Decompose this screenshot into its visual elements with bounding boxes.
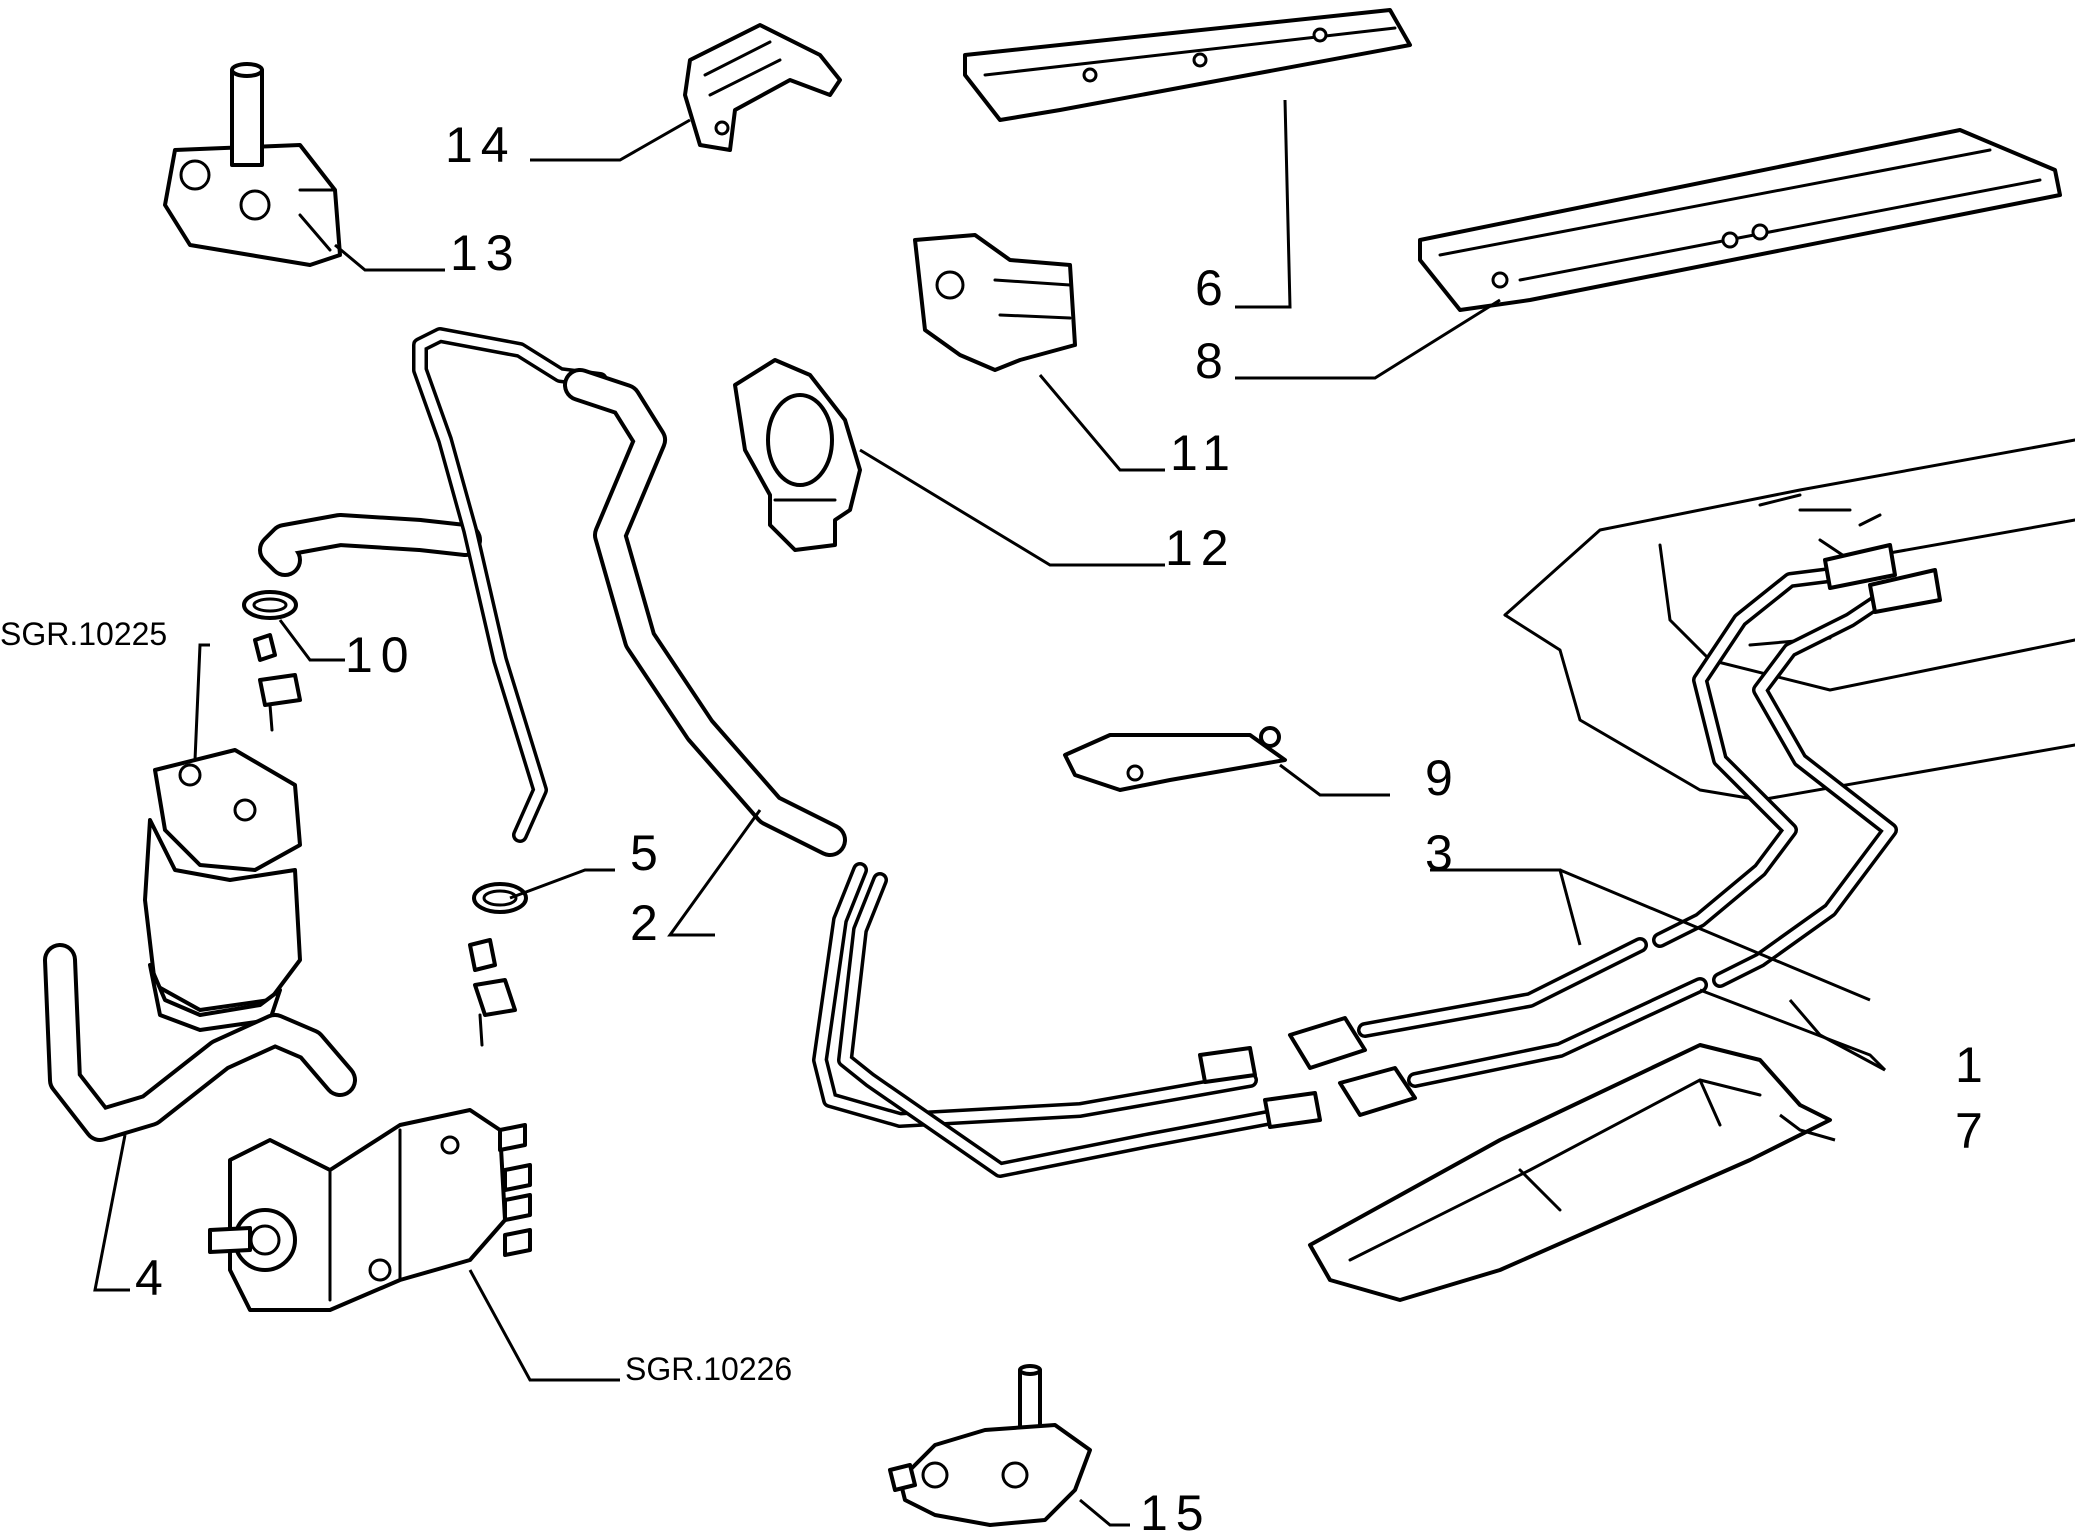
callout-6: 6 xyxy=(1195,260,1231,316)
part-7-pan-bracket xyxy=(1308,1043,1832,1302)
part-10-hose xyxy=(242,513,482,732)
callout-2: 2 xyxy=(630,895,666,951)
leader-lines xyxy=(93,99,1887,1527)
callout-15: 15 xyxy=(1140,1485,1212,1538)
callout-7: 7 xyxy=(1955,1103,1991,1159)
callout-4: 4 xyxy=(135,1250,171,1306)
part-6-rail-bracket xyxy=(963,8,1412,122)
part-4-hose xyxy=(43,943,357,1142)
callout-sgr-10226: SGR.10226 xyxy=(625,1351,792,1387)
callout-10: 10 xyxy=(345,627,417,683)
part-13-clip-bracket xyxy=(163,62,342,267)
part-3-part-1-rear-lines xyxy=(1288,543,1942,1117)
part-11-double-clip xyxy=(913,233,1077,372)
callout-14: 14 xyxy=(445,117,517,173)
injection-pump xyxy=(208,1108,532,1312)
part-2-fuel-line xyxy=(412,327,1322,1178)
callout-8: 8 xyxy=(1195,333,1231,389)
part-15-stud-clip xyxy=(888,1364,1092,1527)
callout-1: 1 xyxy=(1955,1037,1991,1093)
callout-3: 3 xyxy=(1425,825,1461,881)
part-8-rail-bracket xyxy=(1418,128,2062,312)
part-14-bracket xyxy=(683,23,842,152)
callout-13: 13 xyxy=(450,225,522,281)
callout-5: 5 xyxy=(630,825,666,881)
part-9-flat-bracket xyxy=(1063,726,1287,792)
part-5-clamp xyxy=(468,882,528,1047)
fuel-filter xyxy=(143,748,302,1032)
callout-sgr-10225: SGR.10225 xyxy=(0,616,167,652)
part-12-hose-clip xyxy=(733,358,862,552)
callout-11: 11 xyxy=(1170,425,1238,481)
callout-12: 12 xyxy=(1165,520,1237,576)
callout-9: 9 xyxy=(1425,750,1461,806)
